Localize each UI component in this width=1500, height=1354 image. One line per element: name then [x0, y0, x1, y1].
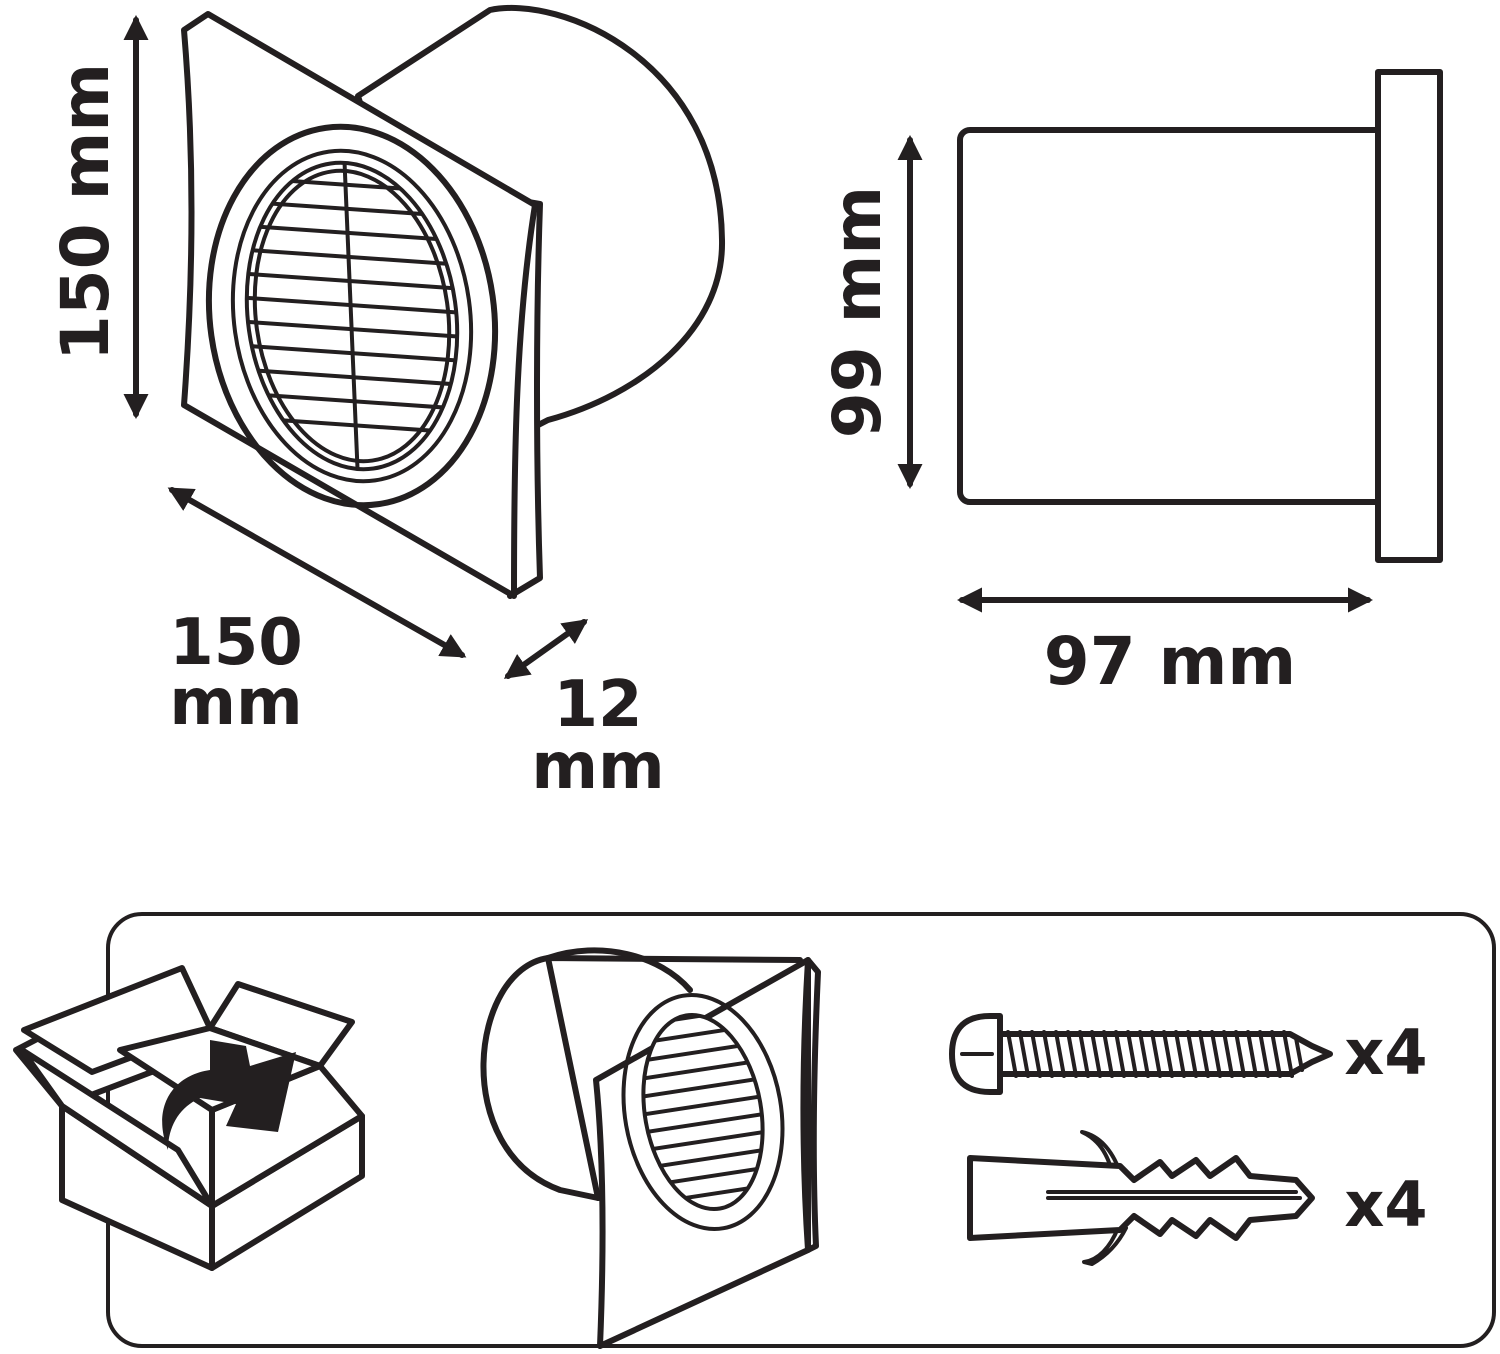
extractor-fan-icon: [480, 947, 821, 1349]
panel-depth-arrow: [503, 619, 589, 679]
fan-side-view: [957, 69, 1443, 563]
wall-plugs-quantity: x4: [1344, 1168, 1427, 1241]
open-box-icon: [13, 965, 365, 1271]
panel-depth-unit: mm: [531, 730, 664, 804]
fan-front-view: [181, 4, 726, 599]
side-height-label: 99 mm: [819, 186, 896, 438]
side-length-label: 97 mm: [1044, 623, 1296, 700]
fan-front-grill: [227, 149, 477, 482]
screw-icon: [949, 1013, 1333, 1095]
front-width-unit: mm: [169, 666, 302, 740]
front-width-value: 150: [169, 606, 303, 680]
wall-plug-icon: [967, 1130, 1315, 1266]
front-height-label: 150 mm: [47, 63, 124, 361]
front-width-arrow: [167, 487, 467, 658]
screws-quantity: x4: [1344, 1016, 1427, 1089]
panel-depth-value: 12: [553, 668, 642, 742]
